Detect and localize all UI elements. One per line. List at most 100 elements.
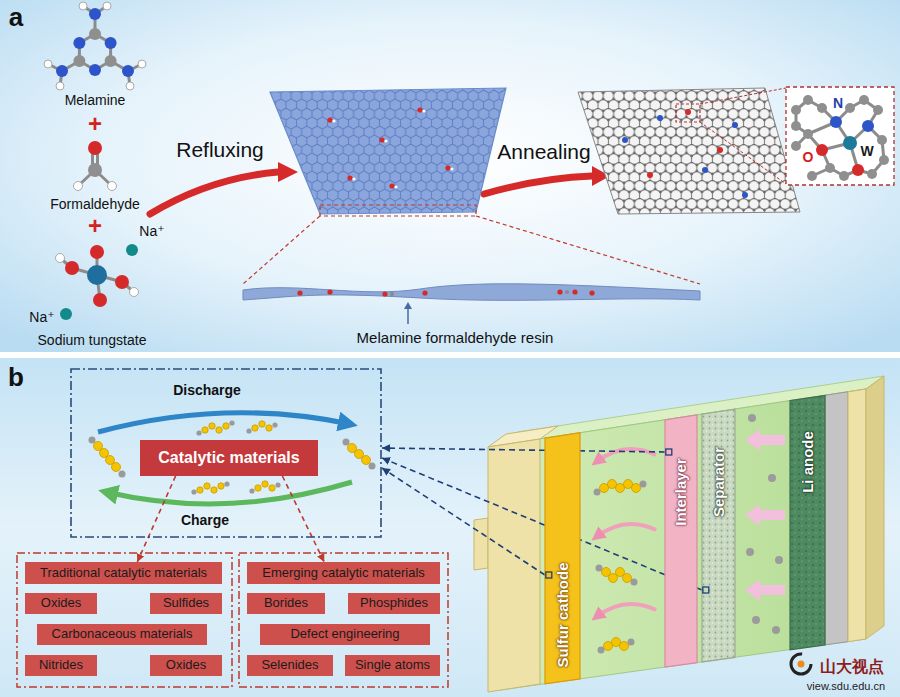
- melamine-molecule: [138, 60, 146, 68]
- box-label: Catalytic materials: [158, 449, 299, 467]
- melamine-molecule: [103, 2, 111, 10]
- melamine-molecule: [56, 8, 134, 77]
- graphene-sheet: [702, 167, 708, 173]
- redox-cycle-illustration: [259, 421, 265, 427]
- redox-cycle-illustration: [269, 485, 275, 491]
- polysulfide-shuttle: [632, 484, 641, 493]
- category-item: Phosphides: [348, 593, 440, 614]
- graphene-sheet: [657, 115, 663, 121]
- atom-label: O: [803, 150, 814, 165]
- resin-sheet: [394, 185, 397, 188]
- polysulfide-shuttle: [594, 481, 647, 654]
- single-atom-zoom: [816, 144, 864, 176]
- redox-cycle-illustration: [106, 482, 352, 504]
- redox-cycle-illustration: [89, 420, 376, 494]
- focus-square: [703, 587, 709, 593]
- polysulfide-shuttle: [772, 626, 780, 634]
- redox-cycle-illustration: [362, 456, 371, 465]
- melamine-molecule: [126, 82, 134, 90]
- single-atom-zoom: [807, 171, 817, 181]
- formaldehyde-molecule: [88, 163, 102, 177]
- watermark-logo: [791, 654, 811, 674]
- resin-cross-section: [327, 289, 332, 294]
- graphene-sheet: [647, 109, 723, 178]
- graphene-sheet: [685, 109, 691, 115]
- melamine-molecule: [44, 2, 146, 90]
- sodium-tungstate-molecule: [60, 244, 138, 320]
- redox-cycle-illustration: [98, 413, 350, 432]
- single-atom-zoom: [825, 163, 835, 173]
- focus-square: [546, 572, 552, 578]
- category-item: Borides: [247, 593, 325, 614]
- resin-cross-section: [297, 289, 594, 296]
- graphene-sheet: [570, 80, 810, 220]
- melamine-molecule: [89, 8, 101, 20]
- resin-sheet: [270, 88, 506, 214]
- redox-cycle-illustration: [266, 425, 272, 431]
- resin-sheet: [422, 109, 425, 112]
- melamine-molecule: [44, 2, 146, 90]
- category-item: Carbonaceous materials: [37, 624, 207, 645]
- resin-sheet: [332, 109, 453, 188]
- resin-sheet: [417, 107, 422, 112]
- sodium-tungstate-molecule: [56, 254, 65, 263]
- category-frame: [17, 553, 232, 687]
- resin-cross-section: [422, 290, 427, 295]
- box-label: Phosphides: [360, 596, 428, 611]
- category-arrow: [282, 476, 324, 562]
- redox-cycle-illustration: [246, 428, 251, 433]
- redox-cycle-illustration: [94, 421, 371, 493]
- redox-cycle-illustration: [89, 437, 96, 444]
- resin-sheet: [347, 175, 352, 180]
- polysulfide-shuttle: [600, 484, 609, 493]
- box-label: Oxides: [41, 596, 81, 611]
- process-arrow: [150, 172, 278, 214]
- redox-cycle-illustration: [343, 439, 350, 446]
- redox-cycle-illustration: [223, 423, 229, 429]
- formaldehyde-molecule: [108, 182, 117, 191]
- resin-cross-section: [390, 290, 569, 296]
- single-atom-zoom: [845, 103, 855, 113]
- sodium-tungstate-molecule: [90, 245, 104, 259]
- resin-cross-section: [390, 292, 394, 296]
- polysulfide-shuttle: [745, 429, 785, 451]
- formaldehyde-molecule: [74, 182, 83, 191]
- battery-body: [474, 376, 884, 692]
- redox-cycle-illustration: [218, 483, 224, 489]
- graphene-sheet: [570, 80, 810, 220]
- plus-sign: +: [88, 111, 102, 137]
- redox-cycle-illustration: [224, 481, 229, 486]
- process-group: Catalytic materialsDischargeCharge: [70, 368, 382, 538]
- graphene-sheet: [622, 115, 748, 198]
- redox-cycle-illustration: [275, 482, 280, 487]
- polysulfide-shuttle: [596, 524, 656, 537]
- resin-sheet: [476, 216, 700, 284]
- formaldehyde-molecule: [88, 141, 102, 155]
- single-atom-zoom: [791, 105, 801, 115]
- single-atom-zoom: [839, 171, 849, 181]
- panel-letter: b: [8, 363, 24, 392]
- resin-sheet: [320, 205, 476, 216]
- category-item: Oxides: [25, 593, 97, 614]
- category-item: Sulfides: [150, 593, 222, 614]
- battery-body: [848, 389, 866, 642]
- single-atom-zoom: [879, 155, 889, 165]
- layer-shape: [665, 415, 697, 667]
- layer-label: Li anode: [799, 431, 816, 493]
- single-atom-zoom: [873, 105, 883, 115]
- polysulfide-shuttle: [608, 480, 617, 489]
- polysulfide-shuttle: [594, 489, 601, 496]
- layer-shape: [665, 414, 697, 668]
- single-atom-zoom: [817, 103, 827, 113]
- resin-cross-section: [243, 284, 700, 301]
- resin-sheet: [327, 117, 332, 122]
- melamine-molecule: [105, 37, 117, 49]
- melamine-molecule: [44, 60, 52, 68]
- location-pointer: [382, 448, 665, 452]
- resin-sheet: [332, 119, 335, 122]
- sodium-tungstate-molecule: [56, 244, 139, 320]
- single-atom-zoom: [859, 95, 869, 105]
- graphene-sheet: [578, 88, 800, 214]
- panel-background: [0, 0, 900, 352]
- box-label: Oxides: [166, 658, 206, 673]
